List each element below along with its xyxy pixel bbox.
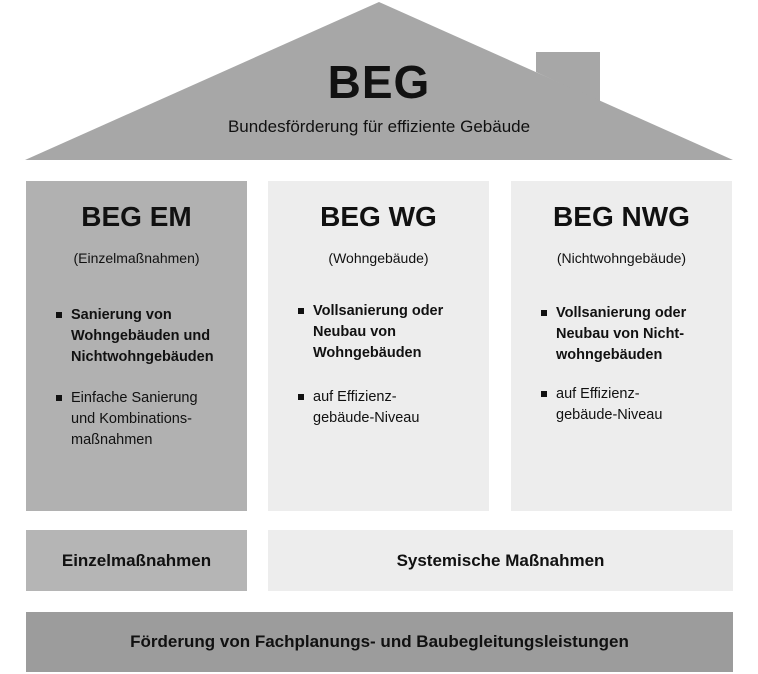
roof-shape (25, 2, 733, 160)
bullet-square-icon (56, 312, 62, 318)
bullet-item: Sanierung von Wohngebäuden und Nichtwohn… (56, 305, 236, 368)
pillar-title: BEG EM (81, 201, 192, 232)
bullet-text: Vollsanierung oder Neubau von Wohngebäud… (313, 303, 444, 361)
pillar-beg-wg: BEG WG (Wohngebäude) Vollsanierung oder … (268, 181, 489, 511)
roof-triangle (25, 2, 733, 160)
bullet-item: Einfache Sanierung und Kombinations- maß… (56, 388, 236, 451)
bullet-text: Sanierung von Wohngebäuden und Nichtwohn… (71, 307, 214, 365)
pillar-subtitle: (Nichtwohngebäude) (556, 250, 687, 266)
pillar-beg-nwg: BEG NWG (Nichtwohngebäude) Vollsanierung… (511, 181, 732, 511)
roof-chimney (536, 52, 600, 102)
pillar-title: BEG NWG (553, 201, 690, 232)
bullet-text: Vollsanierung oder Neubau von Nicht- woh… (556, 305, 687, 363)
bullet-item: Vollsanierung oder Neubau von Wohngebäud… (298, 301, 478, 364)
bullet-square-icon (298, 308, 304, 314)
bullet-item: auf Effizienz- gebäude-Niveau (541, 384, 721, 426)
roof-title: BEG (327, 56, 431, 108)
pillar-subtitle: (Wohngebäude) (328, 250, 429, 266)
roof-subtitle: Bundesförderung für effiziente Gebäude (227, 117, 531, 136)
bullet-square-icon (541, 310, 547, 316)
pillar-beg-em: BEG EM (Einzelmaßnahmen) Sanierung von W… (26, 181, 247, 511)
foundation-bar: Förderung von Fachplanungs- und Baubegle… (26, 612, 733, 672)
bullet-square-icon (298, 394, 304, 400)
pillar-title: BEG WG (320, 201, 437, 232)
bullet-item: auf Effizienz- gebäude-Niveau (298, 387, 478, 429)
bullet-text: Einfache Sanierung und Kombinations- maß… (71, 390, 198, 448)
bullet-item: Vollsanierung oder Neubau von Nicht- woh… (541, 303, 721, 366)
bullet-text: auf Effizienz- gebäude-Niveau (556, 386, 663, 423)
einzelmassnahmen-bar: Einzelmaßnahmen (26, 530, 247, 591)
bullet-text: auf Effizienz- gebäude-Niveau (313, 389, 420, 426)
pillar-subtitle: (Einzelmaßnahmen) (73, 250, 200, 266)
bullet-square-icon (541, 391, 547, 397)
bullet-square-icon (56, 395, 62, 401)
systemische-massnahmen-bar: Systemische Maßnahmen (268, 530, 733, 591)
